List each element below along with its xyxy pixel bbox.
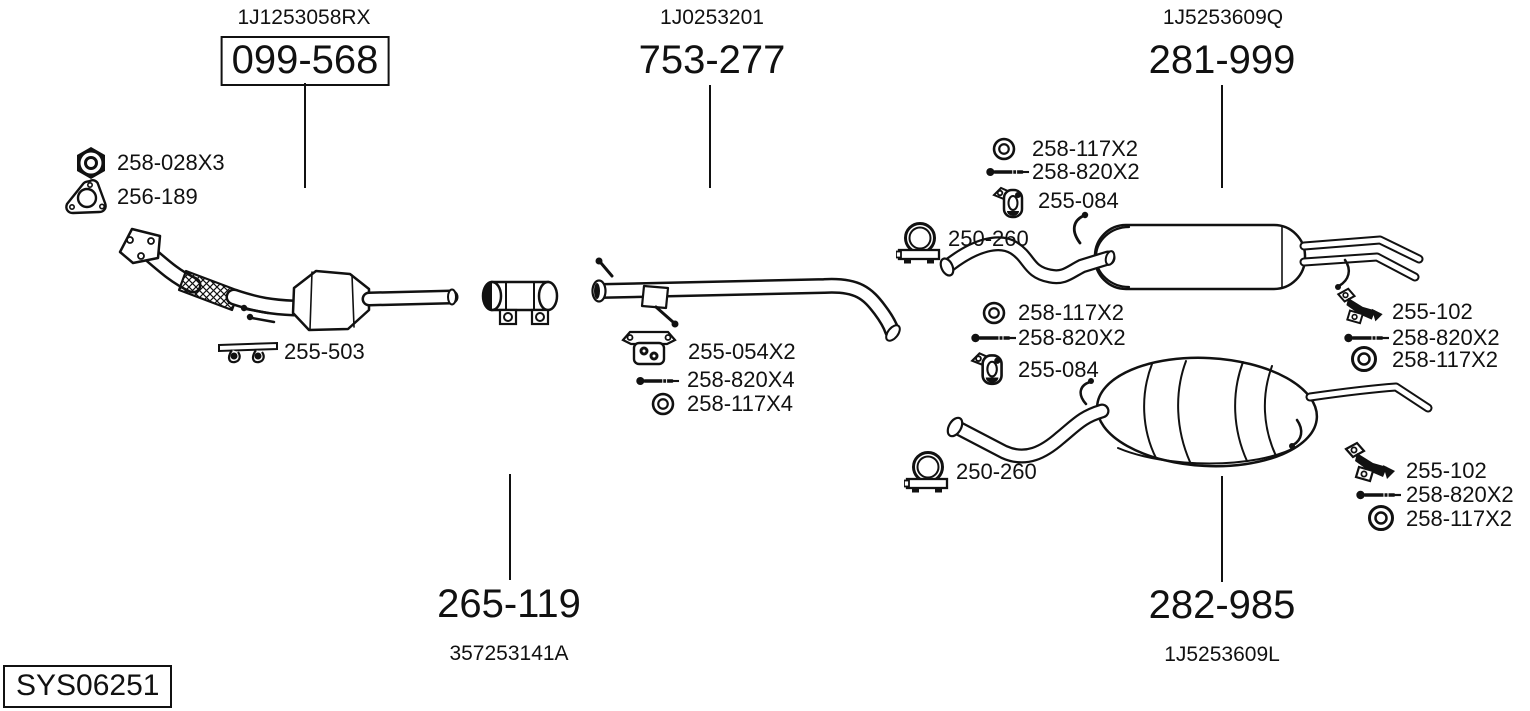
center-hanger-mount-icon: [621, 330, 677, 366]
center-muffler-leader-line: [1221, 85, 1223, 188]
muffler-clamp-icon: [896, 219, 942, 265]
callout-rear-tail-bolt-label[interactable]: 258-820X2: [1406, 482, 1514, 507]
center-muffler-part-number[interactable]: 281-999: [1148, 38, 1296, 82]
center-pipe-oem-code: 1J0253201: [660, 6, 764, 29]
mid-tail-bolt-icon: [1344, 331, 1390, 345]
muffler-hanger-icon: [991, 183, 1031, 219]
pipe-connector-oem-code: 357253141A: [449, 642, 569, 665]
front-pipe-part-number[interactable]: 099-568: [220, 36, 390, 86]
front-pipe-oem-code: 1J1253058RX: [237, 6, 371, 29]
callout-mid-tail-washer-label[interactable]: 258-117X2: [1392, 347, 1499, 372]
front-pipe-catalyst-drawing: [118, 227, 459, 332]
center-washer-icon: [650, 391, 676, 417]
mid-tail-bracket-icon: [1333, 287, 1387, 325]
callout-nut-label[interactable]: 258-028X3: [117, 150, 225, 175]
callout-muffler-bolt-label[interactable]: 258-820X2: [1032, 159, 1140, 184]
mid-tail-washer-icon: [1349, 344, 1379, 374]
rear-muffler-leader-line: [1221, 476, 1223, 582]
callout-cat-bracket-label[interactable]: 255-503: [284, 339, 365, 364]
callout-center-hanger-label[interactable]: 255-054X2: [688, 339, 796, 364]
callout-rear-bolt-label[interactable]: 258-820X2: [1018, 325, 1126, 350]
pipe-connector-part-number[interactable]: 265-119: [437, 582, 581, 626]
callout-center-washer-label[interactable]: 258-117X4: [687, 391, 794, 416]
center-muffler-drawing: [939, 211, 1424, 291]
callout-center-bolt-label[interactable]: 258-820X4: [687, 367, 795, 392]
callout-muffler-washer-label[interactable]: 258-117X2: [1032, 136, 1139, 161]
callout-rear-tail-washer-label[interactable]: 258-117X2: [1406, 506, 1513, 531]
center-pipe-drawing: [591, 257, 901, 342]
callout-rear-clamp-label[interactable]: 250-260: [956, 459, 1037, 484]
center-pipe-part-number[interactable]: 753-277: [638, 38, 786, 82]
rear-muffler-oem-code: 1J5253609L: [1164, 643, 1280, 666]
cat-bracket-icon: [218, 341, 278, 365]
rear-clamp-icon: [904, 448, 950, 494]
center-bolt-icon: [636, 374, 680, 388]
pipe-connector-leader-line: [509, 474, 511, 580]
callout-gasket-label[interactable]: 256-189: [117, 184, 198, 209]
rear-muffler-part-number[interactable]: 282-985: [1148, 583, 1296, 627]
rear-muffler-drawing: [946, 356, 1433, 468]
center-muffler-oem-code: 1J5253609Q: [1162, 6, 1284, 29]
muffler-bolt-icon: [986, 165, 1030, 179]
callout-rear-washer-label[interactable]: 258-117X2: [1018, 300, 1125, 325]
hex-nut-icon: [74, 146, 108, 180]
rear-tail-bolt-icon: [1356, 488, 1402, 502]
diagram-id-badge: SYS06251: [3, 665, 173, 708]
callout-mid-tail-bracket-label[interactable]: 255-102: [1392, 299, 1473, 324]
front-pipe-leader-line: [304, 83, 306, 188]
rear-tail-bracket-icon: [1343, 441, 1397, 483]
rear-bolt-icon: [971, 331, 1017, 345]
center-pipe-leader-line: [709, 85, 711, 188]
muffler-washer-icon: [991, 136, 1017, 162]
pipe-connector-drawing: [481, 280, 559, 326]
callout-mid-tail-bolt-label[interactable]: 258-820X2: [1392, 325, 1500, 350]
callout-rear-hanger-label[interactable]: 255-084: [1018, 357, 1099, 382]
rear-washer-icon: [981, 300, 1007, 326]
rear-hanger-icon: [969, 348, 1011, 386]
callout-muffler-clamp-label[interactable]: 250-260: [948, 226, 1029, 251]
callout-muffler-hanger-label[interactable]: 255-084: [1038, 188, 1119, 213]
flange-gasket-icon: [64, 178, 108, 216]
callout-rear-tail-bracket-label[interactable]: 255-102: [1406, 458, 1487, 483]
rear-tail-washer-icon: [1366, 503, 1396, 533]
